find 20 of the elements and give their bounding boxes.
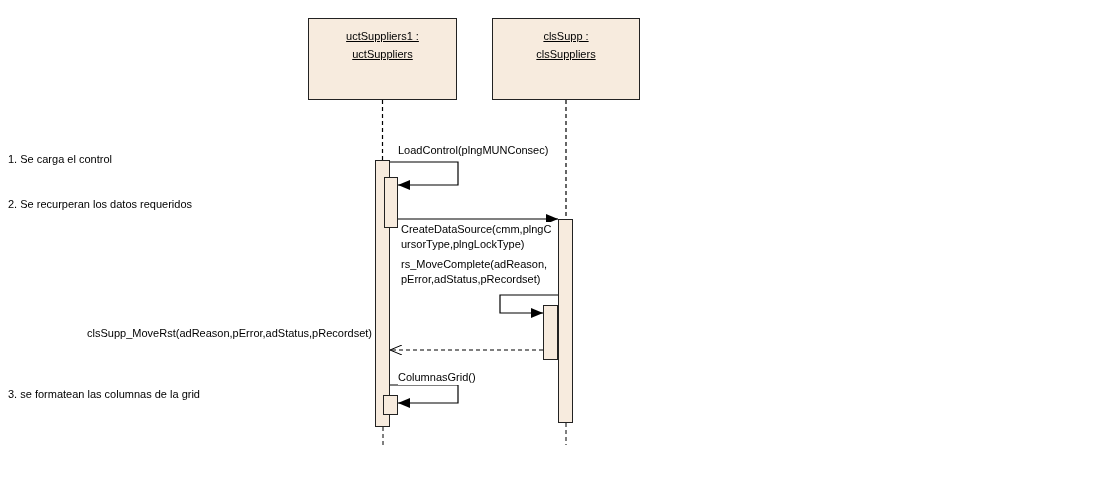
lifeline-head-box [308, 18, 457, 100]
message-arrow [499, 294, 559, 318]
message-arrow [389, 384, 459, 408]
note-text: 3. se formatean las columnas de la grid [8, 387, 201, 402]
activation-bar [384, 177, 398, 228]
lifeline-head-box [492, 18, 640, 100]
lifeline [381, 99, 384, 161]
note-text: 2. Se recurperan los datos requeridos [8, 197, 194, 212]
object-name: clsSupp : clsSuppliers [535, 29, 597, 62]
note-text: 1. Se carga el control [8, 152, 113, 167]
activation-bar [558, 219, 573, 423]
return-message-arrow [389, 344, 544, 356]
message-arrow [397, 214, 559, 224]
message-label: LoadControl(plngMUNConsec) [398, 143, 549, 158]
message-arrow [389, 161, 459, 190]
activation-bar [543, 305, 558, 360]
message-label: ColumnasGrid() [398, 370, 476, 385]
message-label: CreateDataSource(cmm,plngCursorType,plngLockType) [401, 222, 553, 252]
object-name: uctSuppliers1 : uctSuppliers [345, 29, 420, 62]
activation-bar [383, 395, 398, 415]
